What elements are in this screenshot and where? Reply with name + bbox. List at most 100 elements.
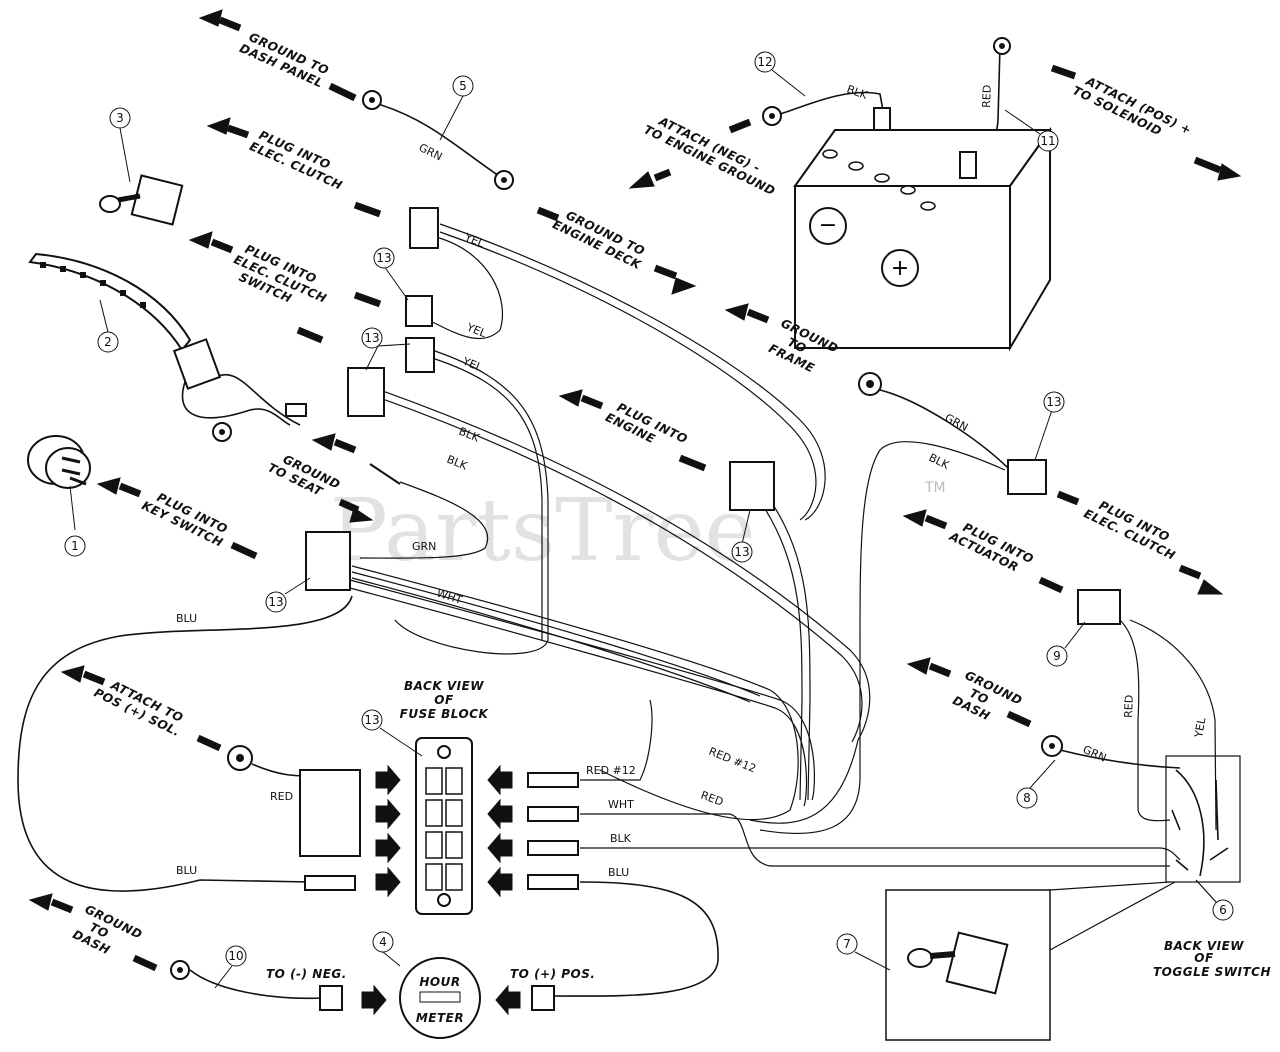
note-ground-dash-left: GROUND TO DASH [70, 902, 144, 957]
bullet-connector-seat [285, 403, 307, 417]
note-to-neg: TO (-) NEG. [266, 967, 347, 981]
connector-actuator [1077, 589, 1121, 625]
callout-1: 1 [64, 485, 86, 557]
connector-13-upper [405, 295, 433, 327]
arrow-ground-dash-panel [198, 9, 357, 102]
svg-text:HOUR: HOUR [419, 975, 460, 989]
note-fuse-block-title: BACK VIEW OF FUSE BLOCK [400, 679, 490, 721]
ring-terminal-8 [1041, 735, 1063, 757]
callout-13-e: 13 [265, 577, 311, 613]
ring-terminal-11 [993, 37, 1011, 55]
callout-11: 11 [1004, 109, 1059, 152]
connector-engine [729, 461, 775, 511]
svg-text:6: 6 [1219, 903, 1227, 917]
note-attach-pos: ATTACH (POS) + TO SOLENOID [1070, 74, 1193, 139]
note-attach-pos-sol: ATTACH TO POS (+) SOL. [92, 678, 186, 740]
ring-terminal-5a [362, 90, 382, 110]
svg-text:BLK: BLK [610, 832, 632, 845]
svg-text:METER: METER [416, 1011, 464, 1025]
svg-text:RED #12: RED #12 [586, 764, 636, 777]
connector-13-left [347, 367, 385, 417]
svg-text:GRN: GRN [412, 540, 436, 553]
svg-text:7: 7 [843, 937, 851, 951]
toggle-back-view [1165, 755, 1241, 883]
svg-text:9: 9 [1053, 649, 1061, 663]
svg-text:FUSE BLOCK: FUSE BLOCK [400, 707, 490, 721]
fuse-block [415, 737, 473, 915]
svg-text:2: 2 [104, 335, 112, 349]
callout-4: 4 [372, 931, 401, 967]
note-attach-neg: ATTACH (NEG) - TO ENGINE GROUND [642, 114, 778, 199]
callout-10: 10 [214, 945, 247, 989]
note-ground-dash-panel: GROUND TO DASH PANEL [237, 30, 331, 91]
svg-text:BACK VIEW: BACK VIEW [404, 679, 484, 693]
components: HOUR METER [27, 37, 1241, 1041]
direction-arrows [28, 9, 1242, 1016]
arrow-ground-seat [311, 433, 374, 523]
svg-text:12: 12 [757, 55, 772, 69]
callout-13-c: 13 [731, 509, 753, 563]
note-ground-engine-deck: GROUND TO ENGINE DECK [550, 208, 647, 273]
callout-13-a: 13 [373, 247, 409, 301]
ring-terminal-5b [494, 170, 514, 190]
callout-8: 8 [1016, 759, 1056, 809]
svg-text:RED: RED [699, 789, 725, 809]
key-switch [27, 435, 91, 489]
note-plug-key-switch: PLUG INTO KEY SWITCH [140, 490, 230, 550]
battery: − + [793, 107, 1052, 352]
callout-7: 7 [836, 933, 891, 971]
battery-neg-terminal-icon [809, 207, 847, 245]
note-plug-actuator: PLUG INTO ACTUATOR [946, 520, 1036, 574]
callout-6: 6 [1212, 899, 1234, 921]
ring-terminal-12 [762, 106, 782, 126]
fuse-right-terminals [527, 772, 579, 890]
svg-text:10: 10 [228, 949, 243, 963]
note-toggle-title: BACK VIEW OF TOGGLE SWITCH [1153, 939, 1271, 979]
arrow-plug-actuator [902, 509, 1064, 594]
svg-text:BLU: BLU [176, 612, 197, 625]
svg-text:−: − [819, 213, 837, 238]
svg-text:BLU: BLU [608, 866, 629, 879]
connector-13-right [1007, 459, 1047, 495]
svg-text:OF: OF [1194, 951, 1214, 965]
arrow-plug-elec-clutch-switch [188, 231, 382, 344]
svg-text:RED #12: RED #12 [707, 745, 758, 776]
ring-terminal-frame [858, 372, 882, 396]
svg-text:1: 1 [71, 539, 79, 553]
callout-2: 2 [97, 299, 119, 353]
fuse-left-terminals [299, 769, 361, 891]
svg-text:13: 13 [1046, 395, 1061, 409]
connector-13-main [305, 531, 351, 591]
svg-text:WHT: WHT [608, 798, 634, 811]
svg-text:RED: RED [1122, 695, 1136, 719]
ring-terminal-seat [212, 422, 232, 442]
callout-9: 9 [1046, 621, 1086, 667]
seat-switch [28, 252, 222, 390]
svg-text:OF: OF [434, 693, 454, 707]
svg-text:3: 3 [116, 111, 124, 125]
battery-pos-terminal-icon [881, 249, 919, 287]
ring-terminal-10 [170, 960, 190, 980]
svg-text:13: 13 [364, 331, 379, 345]
meter-arrows [361, 984, 521, 1016]
arrow-ground-dash-left [28, 893, 158, 972]
meter-neg-connector [319, 985, 343, 1011]
svg-text:13: 13 [734, 545, 749, 559]
svg-text:BACK VIEW: BACK VIEW [1164, 939, 1244, 953]
fuse-arrows-left [375, 764, 401, 898]
note-plug-engine: PLUG INTO ENGINE [603, 400, 690, 446]
meter-pos-connector [531, 985, 555, 1011]
callout-13-b: 13 [361, 327, 411, 371]
arrow-plug-engine [558, 389, 707, 472]
svg-text:BLK: BLK [845, 83, 870, 103]
callout-5: 5 [439, 75, 474, 141]
connector-clutch [409, 207, 439, 249]
svg-text:13: 13 [268, 595, 283, 609]
svg-text:11: 11 [1040, 134, 1055, 148]
fuse-arrows-right [487, 764, 513, 898]
callouts: 1 2 3 4 5 6 7 8 9 10 11 12 13 13 13 13 1… [64, 51, 1234, 989]
watermark-tm: TM [924, 480, 946, 496]
arrow-ground-frame [724, 303, 770, 324]
svg-text:13: 13 [376, 251, 391, 265]
arrow-plug-elec-clutch-1 [206, 117, 382, 218]
